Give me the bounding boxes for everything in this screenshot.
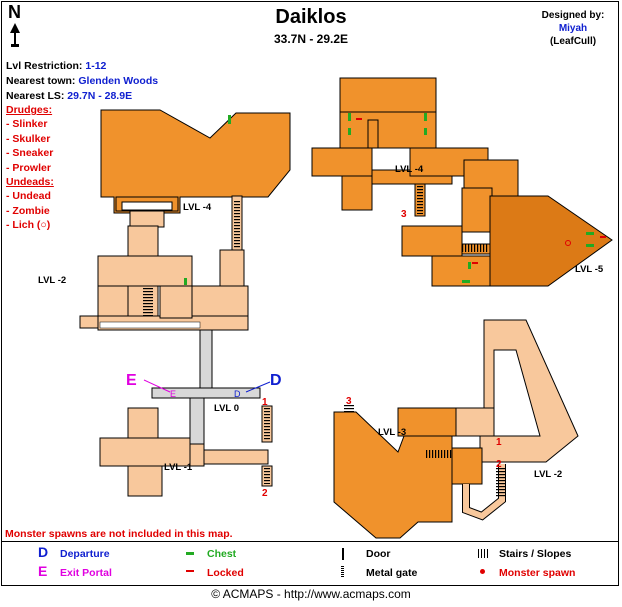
- connection-number: 2: [262, 488, 268, 499]
- stairs-icon: [426, 450, 452, 458]
- designer-block: Designed by: Miyah (LeafCull): [528, 9, 618, 48]
- level-label: LVL -2: [38, 275, 66, 286]
- connection-number: 1: [262, 397, 268, 408]
- right-lvl-m4-area: [311, 77, 519, 233]
- monster-item: - Lich (○): [6, 219, 51, 232]
- left-lvl-m1-area: [99, 407, 269, 497]
- connection-number: 3: [346, 396, 352, 407]
- footer-copyright: © ACMAPS - http://www.acmaps.com: [211, 587, 411, 601]
- chest-icon: [184, 113, 594, 285]
- map-coordinates: 33.7N - 29.2E: [273, 32, 349, 46]
- locked-legend-label: Locked: [207, 567, 244, 579]
- departure-location: D: [234, 389, 241, 399]
- monster-item: - Prowler: [6, 161, 51, 174]
- corridor: [99, 321, 201, 329]
- stairs-icon: [367, 119, 379, 149]
- nearest-ls: Nearest LS: 29.7N - 28.9E: [6, 90, 132, 102]
- stairs-icon: [417, 186, 423, 214]
- exit-pointer-line: [143, 379, 171, 393]
- drudges-header: Drudges:: [6, 104, 53, 116]
- connection-number: 3: [401, 209, 407, 220]
- spawn-legend-label: Monster spawn: [499, 567, 576, 579]
- level-label: LVL -4: [395, 164, 424, 175]
- monster-item: - Slinker: [6, 118, 48, 131]
- undeads-header: Undeads:: [6, 176, 54, 189]
- right-lvl-m3-area: [333, 407, 483, 539]
- monster-item: - Skulker: [6, 132, 51, 145]
- compass-letter: N: [8, 2, 21, 22]
- map-title: Daiklos: [275, 6, 347, 28]
- departure-pointer-line: [245, 381, 271, 393]
- level-label: LVL -1: [164, 462, 193, 473]
- level-label: LVL -3: [378, 427, 406, 438]
- left-lvl-m4-area: [100, 109, 291, 214]
- lvl-restriction-label: Lvl Restriction:: [6, 60, 83, 72]
- metal-gate-legend-label: Metal gate: [366, 567, 418, 579]
- connection-number: 1: [496, 437, 502, 448]
- level-label: LVL -5: [575, 264, 604, 275]
- legend-divider: [1, 541, 619, 542]
- level-label: LVL -2: [534, 469, 562, 480]
- stairs-icon: [264, 468, 270, 484]
- stairs-icon: [496, 468, 506, 498]
- designer-group: (LeafCull): [549, 36, 597, 47]
- stairs-icon: [143, 286, 153, 316]
- exit-portal-location: E: [170, 389, 176, 399]
- map-frame: [1, 1, 619, 586]
- monster-item: - Zombie: [6, 204, 50, 217]
- departure-legend-label: Departure: [60, 548, 110, 560]
- exit-legend-label: Exit Portal: [60, 567, 112, 579]
- monster-spawn-icon: [565, 240, 571, 246]
- monster-spawn-icon: [480, 569, 485, 574]
- nearest-town: Nearest town: Glenden Woods: [6, 75, 158, 87]
- stairs-icon: [462, 244, 488, 252]
- level-label: LVL 0: [214, 403, 239, 414]
- exit-portal-marker: E: [126, 372, 137, 389]
- nearest-ls-value: 29.7N - 28.9E: [67, 90, 133, 102]
- lvl-restriction-value: 1-12: [85, 60, 107, 72]
- locked-icon: [356, 118, 606, 264]
- monster-item: - Undead: [6, 190, 51, 203]
- door-legend-label: Door: [366, 548, 391, 560]
- door-icon: [342, 548, 344, 560]
- nearest-town-label: Nearest town:: [6, 75, 76, 87]
- level-label: LVL -4: [183, 202, 212, 213]
- spawn-note: Monster spawns are not included in this …: [5, 528, 233, 540]
- monster-list: Drudges: - Slinker - Skulker - Sneaker -…: [6, 103, 54, 233]
- lvl-restriction: Lvl Restriction: 1-12: [6, 60, 106, 72]
- right-lvl-m2-area: [455, 319, 579, 463]
- monster-item: - Sneaker: [6, 147, 54, 160]
- designer-name: Miyah: [558, 23, 588, 34]
- connection-number: 2: [496, 459, 502, 470]
- stairs-icon: [264, 408, 270, 440]
- locked-icon: [186, 570, 194, 572]
- stairs-icon: [478, 549, 488, 558]
- stairs-legend-label: Stairs / Slopes: [499, 548, 572, 560]
- left-lvl-m2-area: [79, 225, 249, 331]
- departure-marker: D: [270, 372, 282, 389]
- chest-icon: [186, 552, 194, 555]
- designed-by-label: Designed by:: [541, 10, 605, 21]
- nearest-ls-label: Nearest LS:: [6, 90, 65, 102]
- departure-legend-letter: D: [38, 544, 49, 560]
- chest-legend-label: Chest: [207, 548, 237, 560]
- nearest-town-value: Glenden Woods: [78, 75, 159, 87]
- left-lvl-0-area: [151, 329, 261, 449]
- metal-gate-icon: [341, 566, 344, 578]
- stairs-icon: [344, 404, 354, 414]
- exit-legend-letter: E: [38, 563, 48, 579]
